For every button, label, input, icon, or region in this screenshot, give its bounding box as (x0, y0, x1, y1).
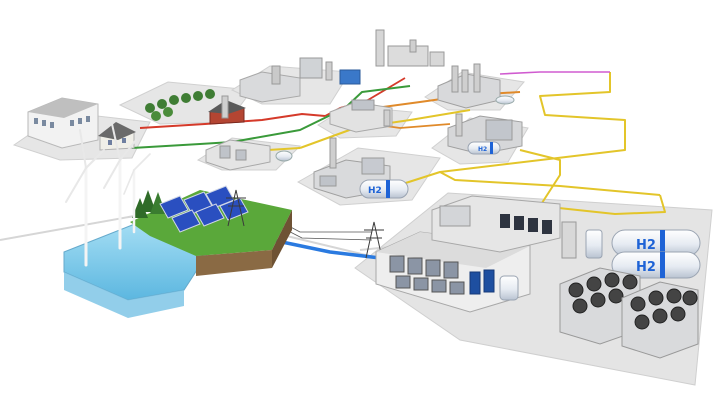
magenta-pipeline (499, 71, 610, 75)
small-tank-label: H2 (478, 146, 487, 153)
factory-icon (329, 99, 393, 133)
farm-barn-icon (208, 95, 246, 125)
electrolysis-plant-icon (447, 113, 523, 155)
house-icon (98, 122, 136, 151)
hydrogen-pipeline (439, 171, 661, 196)
processing-plant-icon (205, 139, 293, 171)
electrolyzer-icon (389, 255, 465, 295)
solar-panel-icon (159, 185, 249, 233)
large-tank-bottom-label: H2 (636, 260, 656, 275)
hydrogen-tank-icon: H2 (359, 179, 409, 199)
water-front (64, 272, 184, 318)
hydrogen-tank-icon: H2 (611, 229, 701, 257)
chemical-plant-icon (437, 63, 515, 109)
earth-side (272, 210, 292, 268)
tree-row (145, 89, 215, 121)
cooling-fan-icon (568, 272, 638, 314)
power-pylon-icon (364, 221, 384, 259)
wind-turbine-icon (65, 123, 151, 267)
power-pylon-icon (226, 189, 246, 227)
large-tank-top-label: H2 (636, 238, 656, 253)
grid-line (0, 214, 141, 241)
cooling-unit (559, 267, 641, 345)
hydrogen-pipeline (389, 72, 626, 189)
mid-tank-label: H2 (368, 186, 382, 196)
hydrogen-tank-icon: H2 (467, 141, 501, 155)
refinery-icon (375, 29, 445, 67)
power-line (344, 85, 411, 109)
electrolyzer-icon (500, 214, 552, 234)
water-tank (469, 269, 519, 301)
factory-icon (239, 57, 361, 103)
red-line (139, 113, 326, 129)
solar-array (159, 185, 249, 233)
electrolyzer-hall (375, 231, 531, 313)
cooling-unit (621, 281, 699, 359)
compressor-building (431, 195, 603, 259)
earth-side (196, 250, 272, 276)
cooling-fan-icon (630, 288, 698, 330)
hydrogen-tank-icon: H2 (611, 251, 701, 279)
